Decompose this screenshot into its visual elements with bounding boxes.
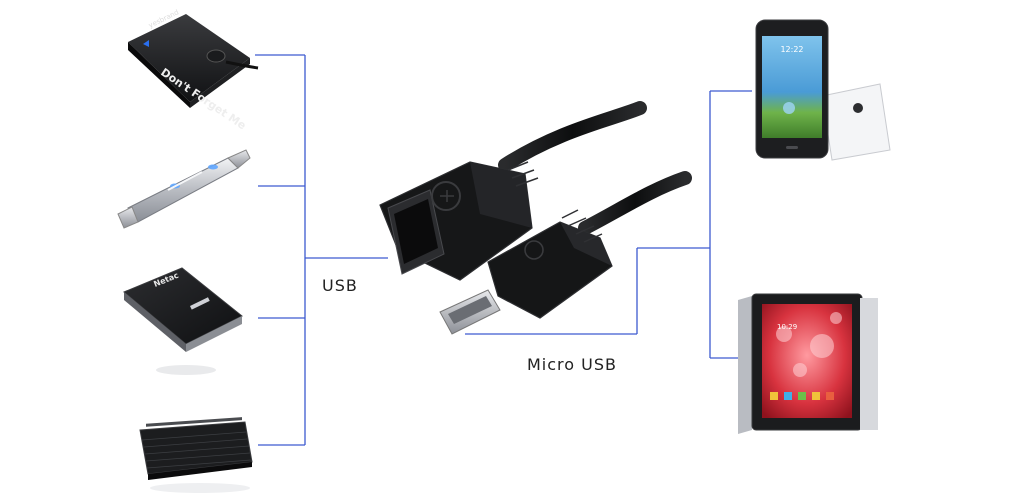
otg-cable-icon	[379, 101, 692, 335]
right-connector-lines	[465, 90, 752, 359]
phone-clock-text: 12:22	[780, 45, 803, 54]
smartphone-icon: 12:22	[755, 19, 891, 161]
tablet-icon: 10:29	[738, 293, 878, 434]
ssd-drive-icon: Netac	[123, 267, 243, 375]
left-connector-lines	[255, 54, 388, 446]
usb-hub-icon: yesbrand Don't Forget Me	[128, 8, 259, 132]
usb-flash-drive-icon	[117, 149, 251, 229]
keyboard-icon	[139, 417, 253, 493]
tablet-clock-text: 10:29	[777, 323, 797, 331]
micro-usb-label: Micro USB	[527, 355, 617, 374]
usb-label: USB	[322, 276, 358, 295]
